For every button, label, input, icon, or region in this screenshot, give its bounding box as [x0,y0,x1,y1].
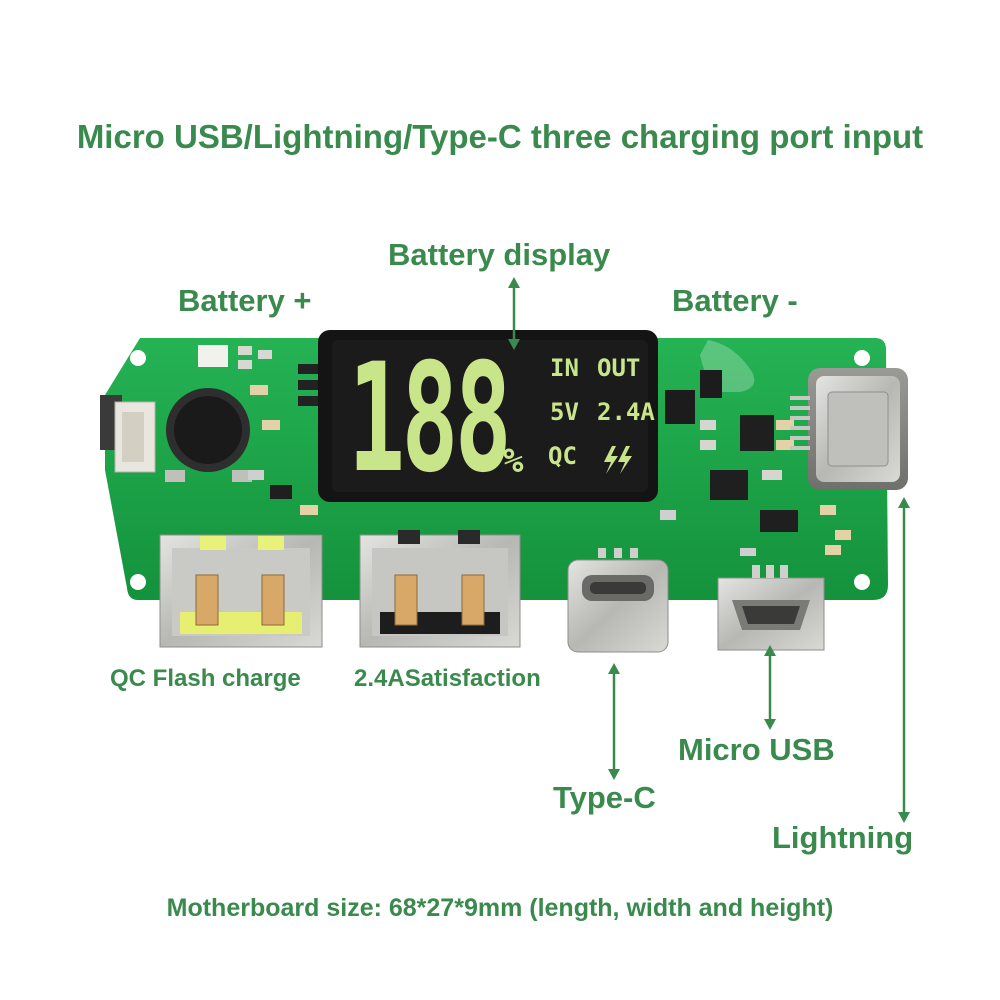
page-title: Micro USB/Lightning/Type-C three chargin… [76,118,924,155]
lcd-out: OUT [597,354,640,382]
lightning-bolt-icon [604,446,618,474]
lcd-qc: QC [548,442,577,470]
arrow-head-icon [608,769,620,780]
pointer-arrows [512,282,906,818]
battery-minus-label: Battery - [672,283,798,318]
battery-plus-label: Battery + [178,283,312,318]
battery-plus-pad [198,345,228,367]
arrow-head-icon [608,663,620,674]
arrow-head-icon [898,497,910,508]
lcd-current: 2.4A [597,398,655,426]
lcd-voltage: 5V [550,398,579,426]
arrow-head-icon [898,812,910,823]
arrow-head-icon [508,339,520,350]
micro-usb-port [717,565,825,651]
qc-flash-charge-label: QC Flash charge [110,665,301,692]
arrow-head-icon [764,645,776,656]
lcd-in: IN [550,354,579,382]
micro-usb-label: Micro USB [678,732,835,767]
mounting-hole [130,350,146,366]
mounting-hole [854,574,870,590]
satisfaction-label: 2.4ASatisfaction [354,665,541,692]
type-c-label: Type-C [553,780,656,815]
battery-display-label: Battery display [388,237,611,272]
mounting-hole [854,350,870,366]
arrow-head-icon [508,277,520,288]
lcd-percent: % [503,441,524,481]
lightning-port [790,368,908,490]
usb-a-port-qc [159,534,323,648]
lightning-bolt-icon [618,446,632,474]
lightning-label: Lightning [772,820,914,855]
motherboard-size-footer: Motherboard size: 68*27*9mm (length, wid… [166,894,834,922]
mounting-hole [130,574,146,590]
type-c-port [567,548,669,653]
arrow-head-icon [764,719,776,730]
lcd-digits: 188 [348,332,508,506]
usb-a-port-24a [359,530,521,648]
